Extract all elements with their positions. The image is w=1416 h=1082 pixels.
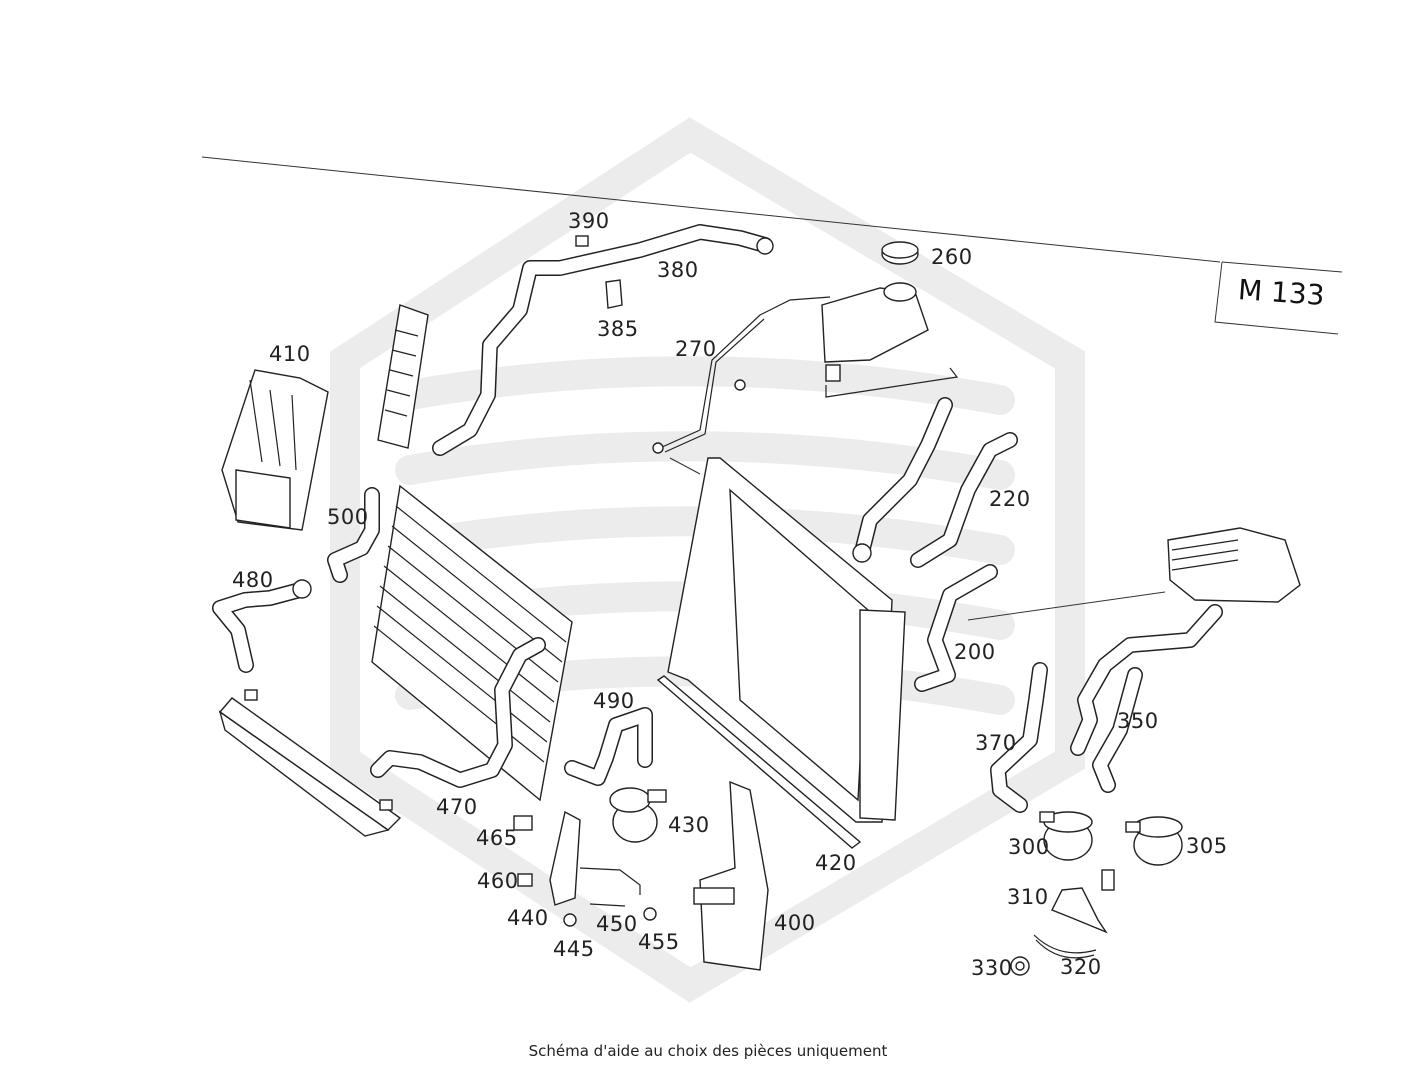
part-cooler-top[interactable]	[377, 304, 429, 449]
part-220-hose[interactable]	[852, 397, 1018, 568]
part-350-hose[interactable]	[1070, 604, 1223, 793]
part-440-bracket[interactable]	[549, 810, 641, 907]
part-480-hose[interactable]	[212, 579, 312, 673]
label-410: 410	[269, 342, 311, 366]
part-oil-cooler[interactable]	[1167, 527, 1301, 603]
part-400-shroud[interactable]	[693, 780, 769, 971]
part-500-hose[interactable]	[327, 487, 380, 583]
header-frame	[201, 156, 1343, 335]
part-430-pump[interactable]	[609, 787, 667, 843]
label-370: 370	[975, 731, 1017, 755]
label-450: 450	[596, 912, 638, 936]
part-320-clamp[interactable]	[1033, 934, 1097, 959]
part-300-pump[interactable]	[1039, 811, 1093, 861]
part-455-bolt[interactable]	[643, 907, 657, 921]
part-445-bolt[interactable]	[563, 913, 577, 927]
part-385-bracket[interactable]	[605, 279, 623, 309]
label-445: 445	[553, 937, 595, 961]
part-490-hose[interactable]	[564, 707, 653, 786]
part-410-shroud[interactable]	[221, 369, 329, 531]
label-320: 320	[1060, 955, 1102, 979]
label-305: 305	[1186, 834, 1228, 858]
label-310: 310	[1007, 885, 1049, 909]
label-260: 260	[931, 245, 973, 269]
part-main-radiator[interactable]	[371, 484, 573, 802]
part-470-hose[interactable]	[370, 637, 546, 788]
label-480: 480	[232, 568, 274, 592]
part-420-strip[interactable]	[656, 675, 862, 849]
label-390: 390	[568, 209, 610, 233]
part-310-bracket[interactable]	[1051, 887, 1108, 934]
model-badge: M 133	[1236, 273, 1326, 312]
label-400: 400	[774, 911, 816, 935]
part-465-bracket[interactable]	[513, 815, 533, 831]
label-430: 430	[668, 813, 710, 837]
part-370-hose[interactable]	[990, 662, 1048, 813]
label-460: 460	[477, 869, 519, 893]
part-330-nut[interactable]	[1010, 956, 1030, 976]
label-455: 455	[638, 930, 680, 954]
label-420: 420	[815, 851, 857, 875]
label-385: 385	[597, 317, 639, 341]
part-460-clip[interactable]	[517, 873, 533, 887]
part-390-clip[interactable]	[575, 235, 589, 247]
part-labels: 390 385 380 260 270 410 220 500 480 200 …	[232, 209, 1228, 980]
label-470: 470	[436, 795, 478, 819]
part-270-line[interactable]	[652, 296, 831, 475]
label-380: 380	[657, 258, 699, 282]
label-440: 440	[507, 906, 549, 930]
part-200-hose[interactable]	[914, 564, 1166, 692]
label-465: 465	[476, 826, 518, 850]
label-500: 500	[327, 505, 369, 529]
label-220: 220	[989, 487, 1031, 511]
label-270: 270	[675, 337, 717, 361]
part-260-cap[interactable]	[881, 241, 919, 265]
part-expansion-tank[interactable]	[821, 282, 959, 398]
part-bolt-right[interactable]	[1101, 869, 1115, 891]
label-200: 200	[954, 640, 996, 664]
part-380-hose[interactable]	[432, 224, 774, 456]
label-490: 490	[593, 689, 635, 713]
part-305-pump[interactable]	[1125, 816, 1183, 866]
label-350: 350	[1117, 709, 1159, 733]
label-330: 330	[971, 956, 1013, 980]
diagram-caption: Schéma d'aide au choix des pièces unique…	[528, 1042, 888, 1060]
part-intercooler[interactable]	[218, 689, 402, 837]
label-300: 300	[1008, 835, 1050, 859]
part-radiator-frame[interactable]	[667, 457, 906, 823]
